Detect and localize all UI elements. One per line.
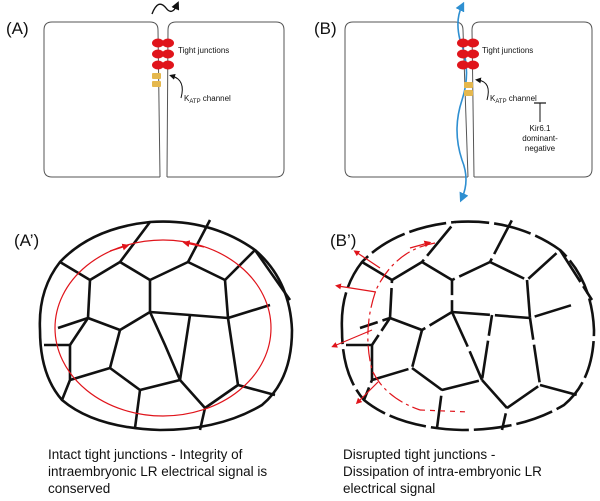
caption-a-prime-line-2: intraembryonic LR electrical signal is: [48, 464, 268, 479]
cell-right-outline: [166, 21, 285, 178]
caption-b-prime: Disrupted tight junctions - Dissipation …: [343, 446, 593, 497]
leak-arrow-1: [353, 250, 381, 269]
caption-b-prime-line-2: Dissipation of intra-embryonic LR: [343, 464, 542, 479]
leak-arrow-4: [355, 381, 379, 405]
panel-a: (A) Tight junctions KATP channel: [6, 1, 285, 178]
cell-left-outline-b: [344, 21, 469, 178]
katp-label-b: KATP channel: [490, 94, 537, 105]
panel-b-prime: (B’): [330, 219, 596, 432]
paracellular-arrow: [151, 1, 180, 15]
inhibitor-line-3: negative: [525, 144, 556, 153]
ion-leak-path: [455, 1, 469, 203]
katp-channel-b: [464, 82, 473, 96]
embryo-cells-intact: [38, 219, 294, 432]
caption-b-prime-line-3: electrical signal: [343, 481, 436, 496]
katp-arrow-b: [475, 77, 489, 101]
panel-a-prime: (A’): [14, 219, 294, 432]
panel-a-prime-label: (A’): [14, 231, 39, 250]
katp-arrow: [169, 73, 183, 99]
panel-b: (B) Tight junctions KATP channel Kir6.1 …: [314, 1, 593, 203]
caption-a-prime: Intact tight junctions - Integrity of in…: [48, 446, 298, 497]
signal-arc-disrupted: [367, 242, 436, 411]
panel-b-prime-label: (B’): [330, 231, 356, 250]
katp-channel: [152, 73, 161, 87]
signal-fade: [419, 409, 471, 413]
signal-loop-intact: [54, 239, 272, 417]
embryo-cells-disrupted: [340, 219, 596, 432]
signal-arrow-b: [409, 240, 432, 249]
cell-right-outline-b: [471, 21, 593, 178]
inhibitor-line-2: dominant-: [522, 134, 558, 143]
leak-arrow-3: [331, 329, 373, 348]
caption-a-prime-line-1: Intact tight junctions - Integrity of: [48, 447, 243, 462]
signal-arrow-left: [109, 243, 130, 252]
panel-a-label: (A): [6, 19, 29, 38]
leak-arrow-2: [335, 283, 377, 293]
tight-junction-cluster-b: [457, 38, 479, 70]
tight-junctions-label-b: Tight junctions: [482, 46, 533, 55]
panel-b-label: (B): [314, 19, 337, 38]
tight-junctions-label: Tight junctions: [178, 46, 229, 55]
katp-label: KATP channel: [184, 94, 231, 105]
inhibitor-line-1: Kir6.1: [530, 124, 551, 133]
signal-arrow-right: [182, 240, 205, 248]
cell-left-outline: [43, 21, 161, 178]
tight-junction-cluster: [152, 38, 174, 70]
caption-b-prime-line-1: Disrupted tight junctions -: [343, 447, 496, 462]
caption-a-prime-line-3: conserved: [48, 481, 111, 496]
